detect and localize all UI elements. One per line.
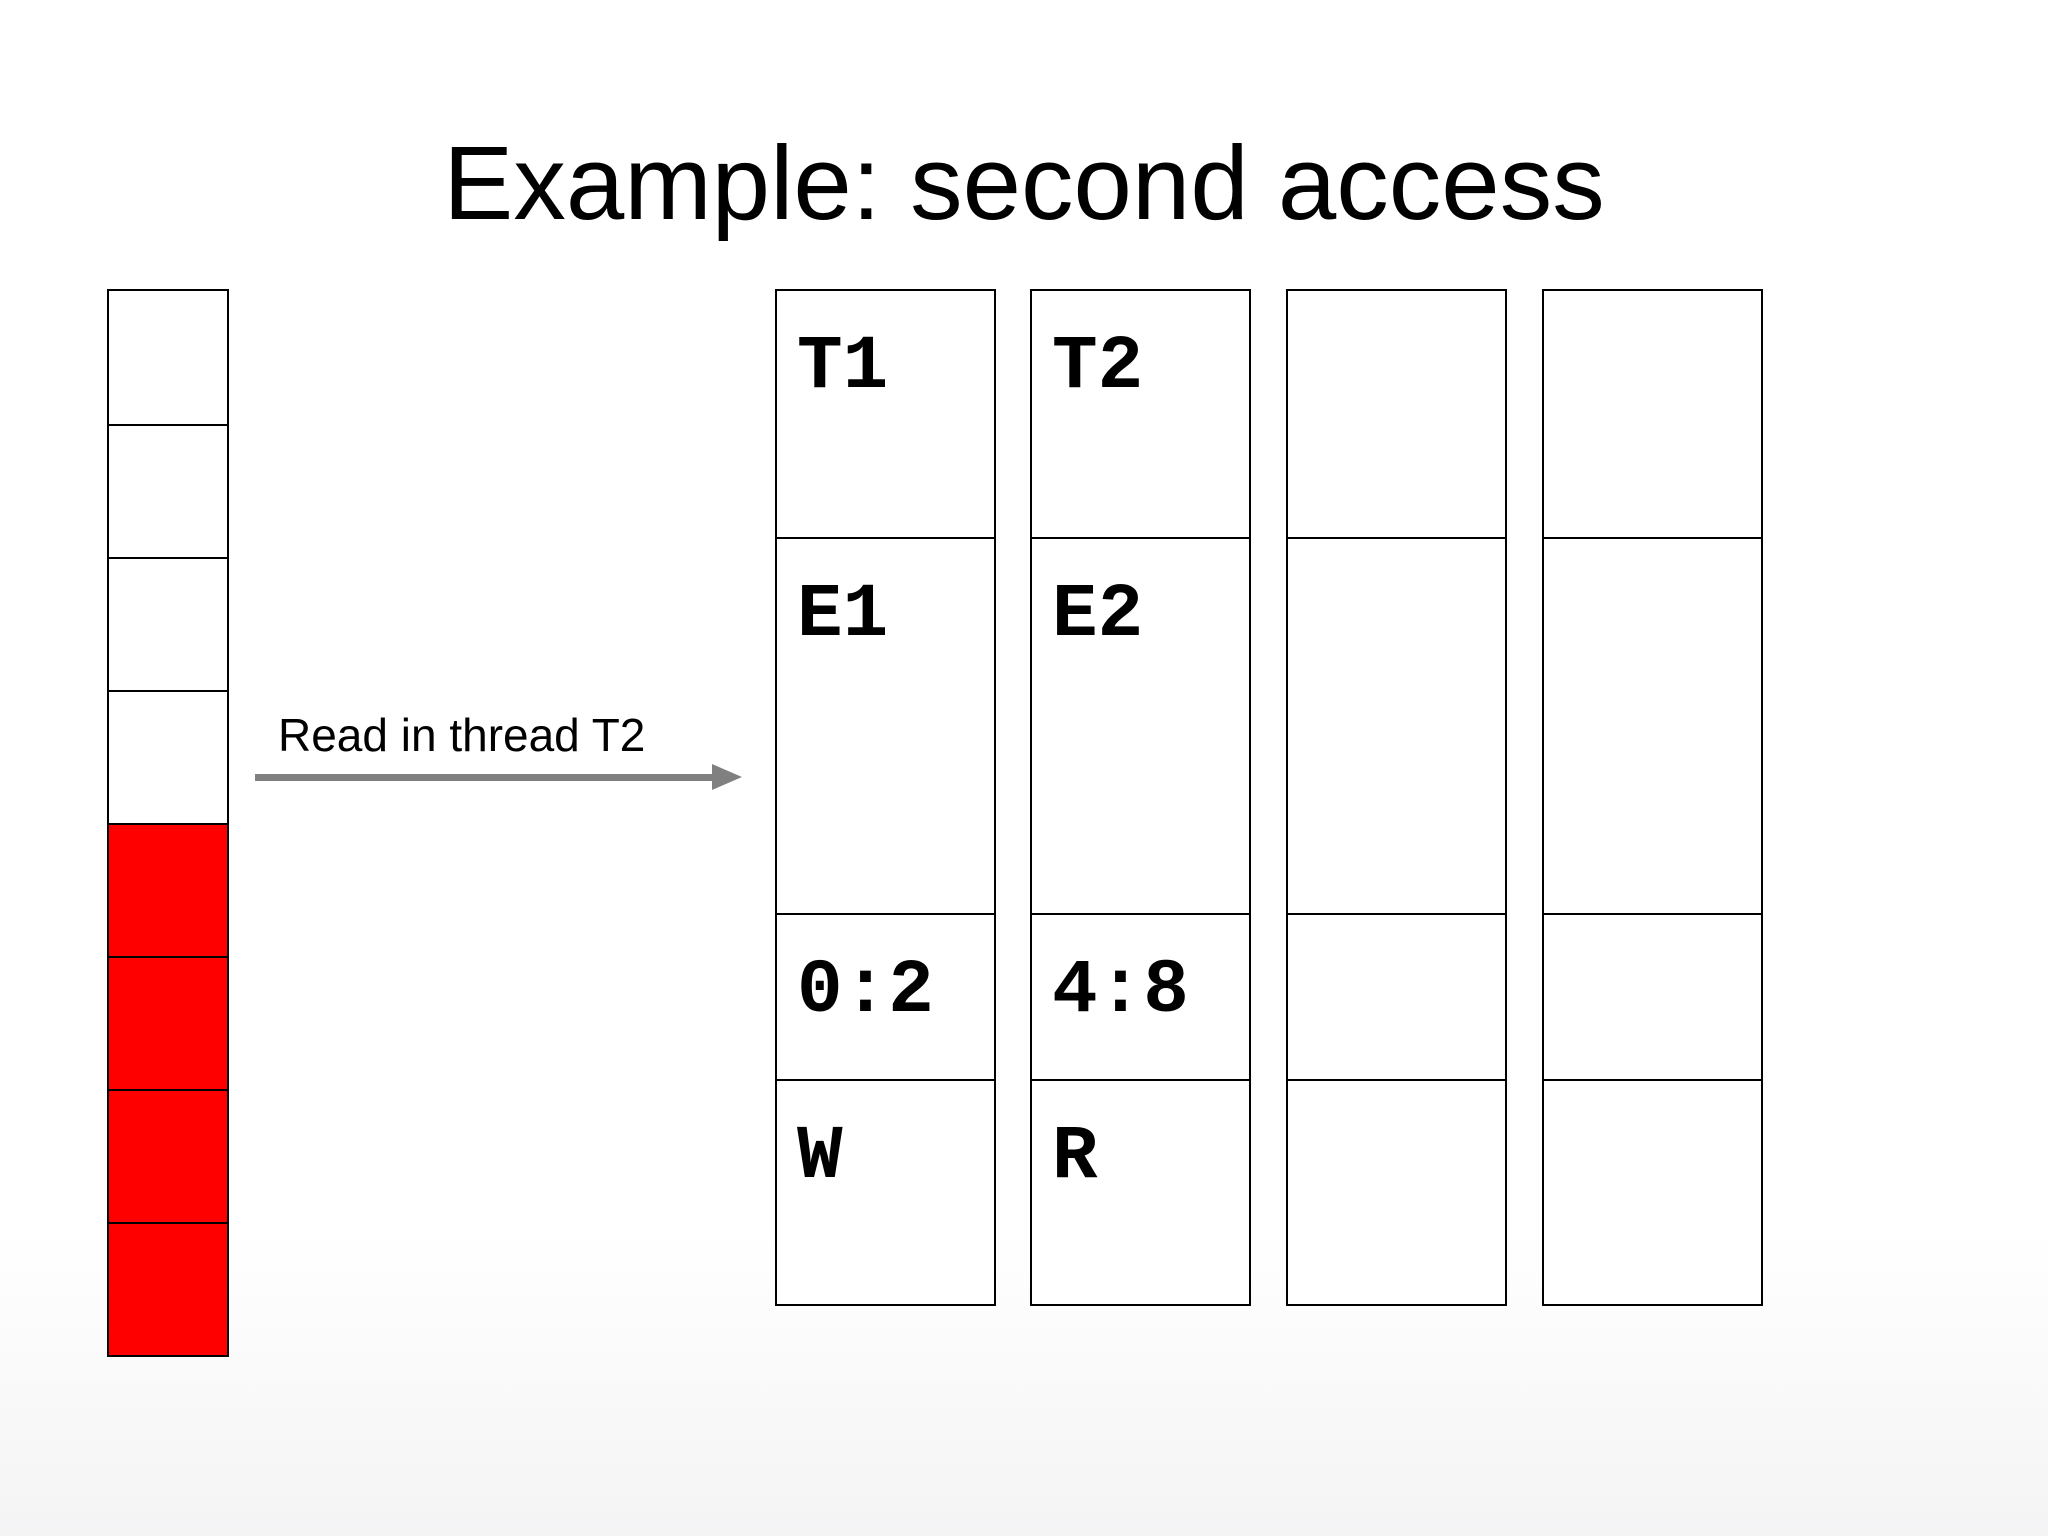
memory-cell [109,1089,227,1222]
range-cell: 4:8 [1032,913,1249,1079]
range-cell: 0:2 [777,913,994,1079]
cache-column-3 [1286,289,1507,1306]
cache-column-1: T1 E1 0:2 W [775,289,996,1306]
memory-strip [107,289,229,1357]
cache-column-4 [1542,289,1763,1306]
op-cell: R [1032,1079,1249,1304]
cache-column-2: T2 E2 4:8 R [1030,289,1251,1306]
entry-cell: E2 [1032,537,1249,913]
op-cell [1544,1079,1761,1304]
op-cell [1288,1079,1505,1304]
range-cell [1544,913,1761,1079]
read-arrow-label: Read in thread T2 [278,709,646,761]
thread-cell [1544,291,1761,537]
thread-cell [1288,291,1505,537]
memory-cell [109,690,227,823]
arrow-right-icon [712,764,742,790]
memory-cell [109,557,227,690]
arrow-line [255,774,714,781]
entry-cell [1288,537,1505,913]
op-cell: W [777,1079,994,1304]
thread-cell: T2 [1052,324,1144,410]
memory-cell [109,424,227,557]
memory-cell [109,823,227,956]
page-title: Example: second access [443,125,1605,242]
memory-cell [109,956,227,1089]
thread-cell: T1 [797,324,889,410]
range-cell [1288,913,1505,1079]
memory-cell [109,1222,227,1355]
entry-cell: E1 [777,537,994,913]
entry-cell [1544,537,1761,913]
memory-cell [109,291,227,424]
